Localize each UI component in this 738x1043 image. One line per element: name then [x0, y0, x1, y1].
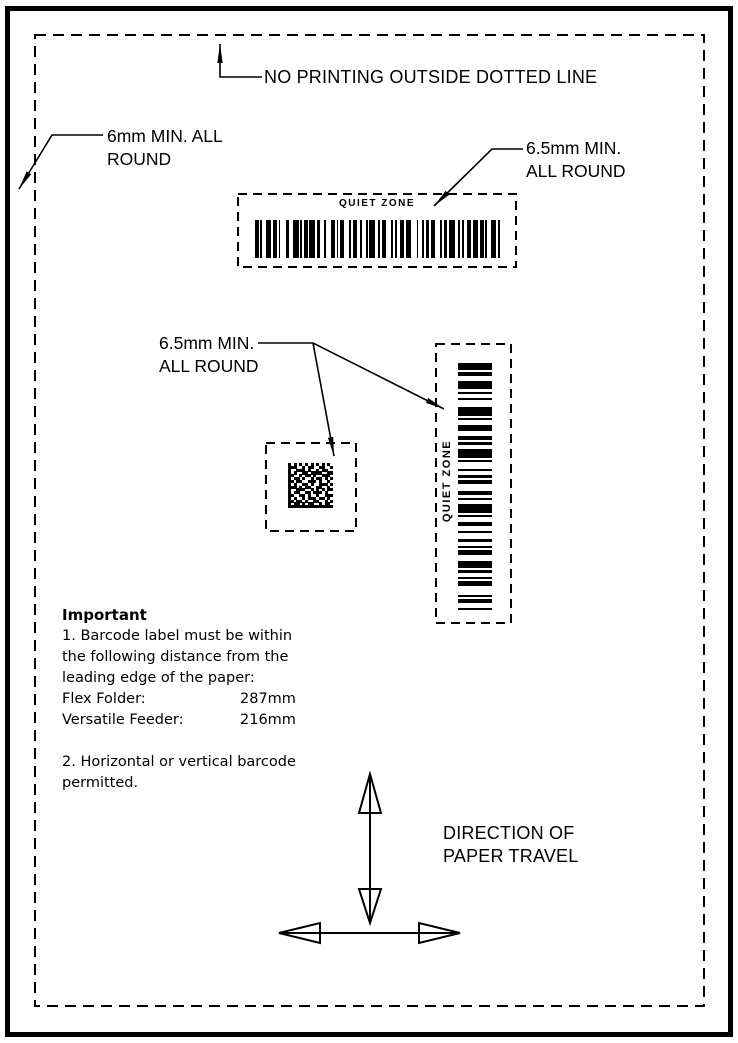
important-notes: Important 1. Barcode label must be withi… [62, 605, 312, 794]
margin-65mm-mid-label: 6.5mm MIN. ALL ROUND [159, 333, 259, 376]
distance-label: Flex Folder: [62, 691, 146, 707]
quiet-zone-box-horizontal [237, 193, 517, 268]
page-border [5, 6, 733, 1037]
datamatrix-code [288, 463, 334, 509]
print-boundary-dashed-box [34, 34, 705, 1007]
notes-heading: Important [62, 606, 147, 624]
quiet-zone-label-vertical: QUIET ZONE [441, 439, 453, 523]
margin-65mm-top-label: 6.5mm MIN. ALL ROUND [526, 138, 626, 181]
leader-arrow-65-to-datamatrix [312, 342, 335, 457]
note-1: 1. Barcode label must be within the foll… [62, 628, 293, 686]
distance-row-versatile-feeder: Versatile Feeder: 216mm [62, 710, 312, 731]
distance-value: 216mm [240, 712, 296, 728]
distance-row-flex-folder: Flex Folder: 287mm [62, 689, 312, 710]
leader-arrow-65-to-vertical-barcode [258, 342, 445, 410]
direction-of-paper-travel-label: DIRECTION OF PAPER TRAVEL [443, 823, 579, 866]
distance-label: Versatile Feeder: [62, 712, 184, 728]
paper-travel-horizontal-arrow [278, 921, 461, 945]
vertical-barcode [458, 363, 492, 610]
no-printing-label: NO PRINTING OUTSIDE DOTTED LINE [264, 67, 598, 87]
quiet-zone-label-horizontal: QUIET ZONE [338, 198, 416, 209]
quiet-zone-box-vertical [435, 343, 512, 624]
quiet-zone-box-datamatrix [265, 442, 357, 532]
note-2: 2. Horizontal or vertical barcode permit… [62, 754, 296, 791]
horizontal-barcode [255, 220, 500, 258]
distance-value: 287mm [240, 691, 296, 707]
leader-arrow-no-printing [217, 44, 262, 78]
leader-arrow-6mm [18, 134, 103, 190]
leader-arrow-65-top [433, 148, 523, 207]
paper-travel-vertical-arrow [357, 770, 383, 927]
margin-6mm-label: 6mm MIN. ALL ROUND [107, 126, 223, 169]
